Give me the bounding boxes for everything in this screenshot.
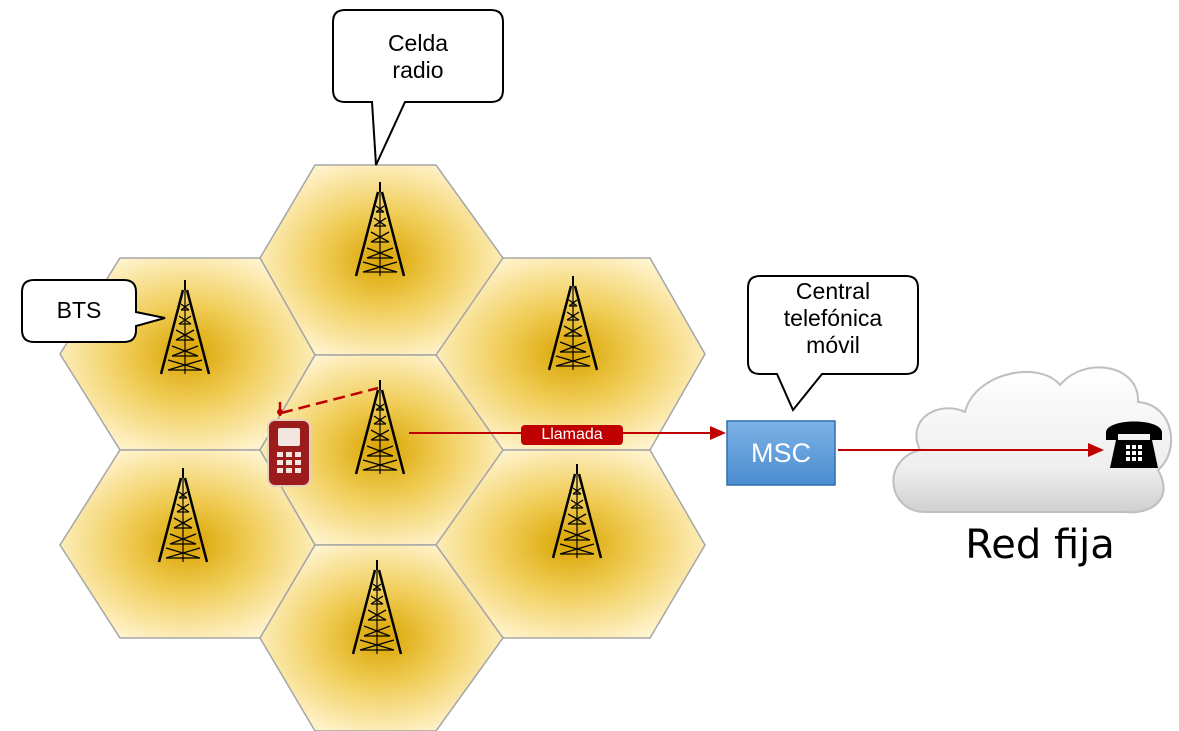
radio-link bbox=[280, 386, 379, 415]
callout-central-line2: telefónica bbox=[783, 305, 883, 331]
callout-central-line1: Central bbox=[795, 278, 871, 304]
mobile-phone-icon bbox=[267, 402, 311, 487]
callout-central-text: Central telefónica móvil bbox=[748, 278, 918, 359]
telephone-icon bbox=[1106, 421, 1162, 468]
cell-grid bbox=[59, 164, 706, 731]
callout-cell-shape bbox=[332, 9, 504, 166]
cell-bottom bbox=[259, 544, 504, 731]
callout-cell-text: Celda radio bbox=[333, 30, 503, 84]
callout-central-line3: móvil bbox=[806, 332, 860, 358]
callout-bts-text: BTS bbox=[22, 297, 136, 324]
msc-box bbox=[726, 420, 836, 486]
call-label: Llamada bbox=[521, 425, 623, 445]
msc-label: MSC bbox=[751, 437, 811, 468]
callout-central-shape bbox=[747, 275, 919, 412]
network-arrow bbox=[838, 443, 1104, 457]
callout-cell-line2: radio bbox=[392, 57, 444, 83]
cloud-icon bbox=[892, 366, 1173, 514]
callout-bts-shape bbox=[21, 279, 166, 343]
callout-cell-line1: Celda bbox=[387, 30, 449, 56]
network-label: Red fija bbox=[965, 522, 1115, 568]
callout-bts-label: BTS bbox=[56, 297, 102, 323]
